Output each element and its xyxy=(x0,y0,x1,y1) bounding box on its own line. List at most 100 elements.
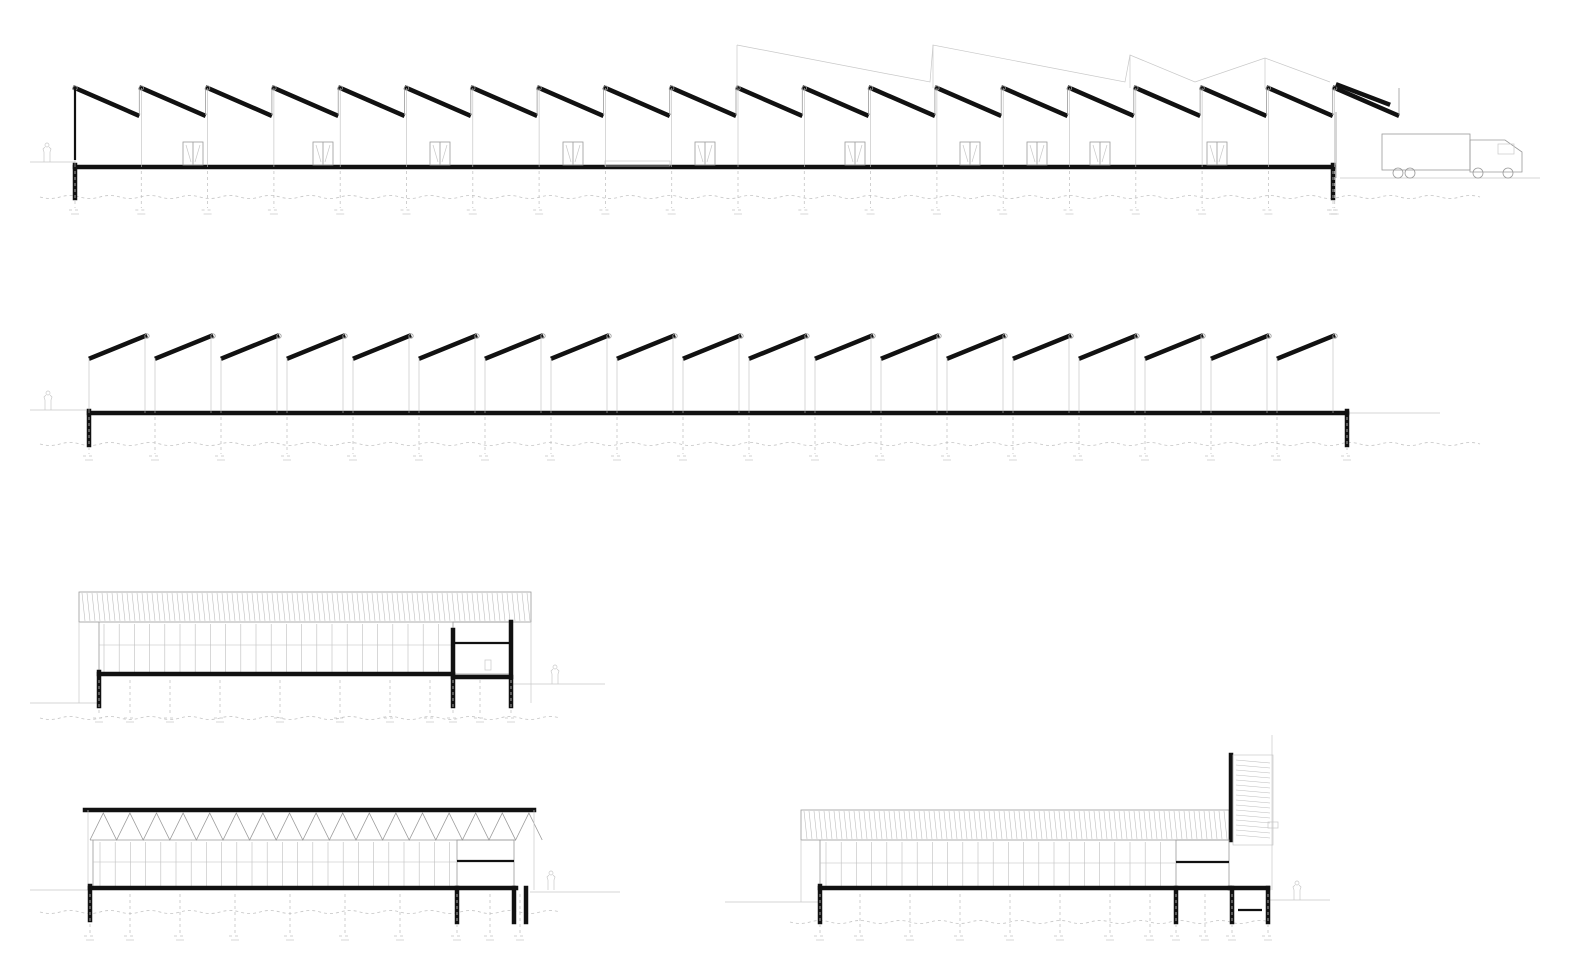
tower-hatch xyxy=(1235,774,1271,779)
roof-hatch xyxy=(1153,810,1158,840)
roof-hatch xyxy=(271,592,276,622)
roof-panel xyxy=(735,85,804,118)
roof-hatch xyxy=(451,592,456,622)
roof-hatch xyxy=(1133,810,1138,840)
roof-hatch xyxy=(1028,810,1033,840)
truck-wheel xyxy=(1502,167,1514,179)
tower-window xyxy=(1267,821,1279,829)
roof-hatch xyxy=(858,810,863,840)
roof-hatch xyxy=(81,592,86,622)
roof-panel xyxy=(1210,333,1270,361)
annex-room xyxy=(452,621,512,675)
annex-room xyxy=(1175,839,1230,888)
roof-hatch xyxy=(496,592,501,622)
roof-hatch xyxy=(1093,810,1098,840)
roof-hatch xyxy=(1003,810,1008,840)
roof-joint xyxy=(735,85,741,91)
roof-hatch xyxy=(1123,810,1128,840)
door-leaf xyxy=(697,144,704,163)
roof-hatch xyxy=(1023,810,1028,840)
roof-hatch xyxy=(371,592,376,622)
roof-joint xyxy=(540,333,546,339)
roof-hatch xyxy=(246,592,251,622)
roof-hatch xyxy=(86,592,91,622)
roof-hatch xyxy=(466,592,471,622)
door-leaf xyxy=(1029,144,1036,163)
roof-hatch xyxy=(461,592,466,622)
ground-line-buried xyxy=(39,716,561,720)
roof-hatch xyxy=(436,592,441,622)
roof-joint xyxy=(144,333,150,339)
section-b-sawtooth-roof xyxy=(30,333,1481,461)
roof-hatch xyxy=(1168,810,1173,840)
roof-hatch xyxy=(878,810,883,840)
roof-hatch xyxy=(191,592,196,622)
roof-hatch xyxy=(91,592,96,622)
roof-panel xyxy=(220,333,280,361)
roof-hatch xyxy=(396,592,401,622)
roof-joint xyxy=(1000,85,1006,91)
roof-joint xyxy=(403,85,410,91)
roof-joint xyxy=(210,333,216,339)
roof-joint xyxy=(138,85,144,91)
roof-hatch xyxy=(336,592,341,622)
roof-hatch xyxy=(1078,810,1083,840)
roof-hatch xyxy=(953,810,958,840)
section-e-hall-with-tower xyxy=(725,735,1330,941)
roof-joint xyxy=(271,85,277,91)
roof-hatch xyxy=(441,592,446,622)
tower-hatch xyxy=(1235,824,1271,829)
roof-panel xyxy=(550,333,610,361)
roof-joint xyxy=(672,333,678,339)
roof-hatch xyxy=(316,592,321,622)
roof-hatch xyxy=(1143,810,1148,840)
roof-hatch xyxy=(1128,810,1133,840)
roof-hatch xyxy=(853,810,858,840)
door-leaf xyxy=(706,144,713,163)
roof-hatch xyxy=(231,592,236,622)
roof-hatch xyxy=(968,810,973,840)
roof-joint xyxy=(1199,85,1205,91)
door-leaf xyxy=(1209,144,1216,163)
door-leaf xyxy=(1101,144,1108,163)
person-figure xyxy=(42,146,52,162)
truck-cab xyxy=(1469,139,1523,173)
roof-joint xyxy=(870,333,876,339)
ghost-roof-profile xyxy=(736,44,1331,83)
roof-joint xyxy=(934,85,940,91)
section-a-sawtooth-roof xyxy=(30,44,1540,215)
door-leaf xyxy=(194,144,201,163)
roof-hatch xyxy=(266,592,271,622)
roof-hatch xyxy=(893,810,898,840)
roof-hatch xyxy=(391,592,396,622)
person-head xyxy=(552,664,558,670)
roof-panel xyxy=(1276,333,1336,361)
roof-panel xyxy=(1012,333,1072,361)
roof-joint xyxy=(602,85,609,91)
roof-hatch xyxy=(376,592,381,622)
roof-hatch xyxy=(331,592,336,622)
roof-hatch xyxy=(1193,810,1198,840)
roof-hatch xyxy=(868,810,873,840)
roof-hatch xyxy=(276,592,281,622)
roof-hatch xyxy=(863,810,868,840)
roof-hatch xyxy=(1013,810,1018,840)
roof-hatch xyxy=(181,592,186,622)
roof-hatch xyxy=(171,592,176,622)
roof-hatch xyxy=(1183,810,1188,840)
roof-panel xyxy=(286,333,346,361)
person-head xyxy=(44,142,50,148)
roof-hatch xyxy=(828,810,833,840)
door-leaf xyxy=(1092,144,1099,163)
roof-panel xyxy=(616,333,676,361)
roof-hatch xyxy=(406,592,411,622)
roof-hatch xyxy=(1088,810,1093,840)
roof-hatch xyxy=(361,592,366,622)
roof-hatch xyxy=(111,592,116,622)
tower-hatch xyxy=(1235,759,1271,764)
roof-hatch xyxy=(201,592,206,622)
roof-hatch xyxy=(1098,810,1103,840)
roof-hatch xyxy=(216,592,221,622)
roof-hatch xyxy=(291,592,296,622)
roof-panel xyxy=(352,333,412,361)
